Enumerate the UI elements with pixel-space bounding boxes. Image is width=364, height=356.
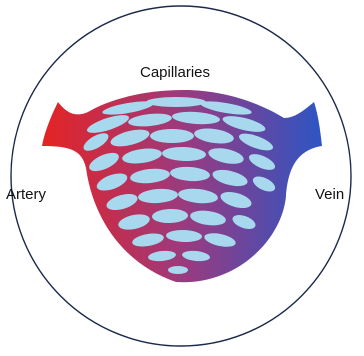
artery-label: Artery [6,186,46,203]
capillary-lumen [150,129,194,143]
capillary-lumen [146,97,206,107]
capillaries-label: Capillaries [140,64,210,81]
capillary-lumen [168,266,188,274]
vein-label: Vein [315,186,344,203]
